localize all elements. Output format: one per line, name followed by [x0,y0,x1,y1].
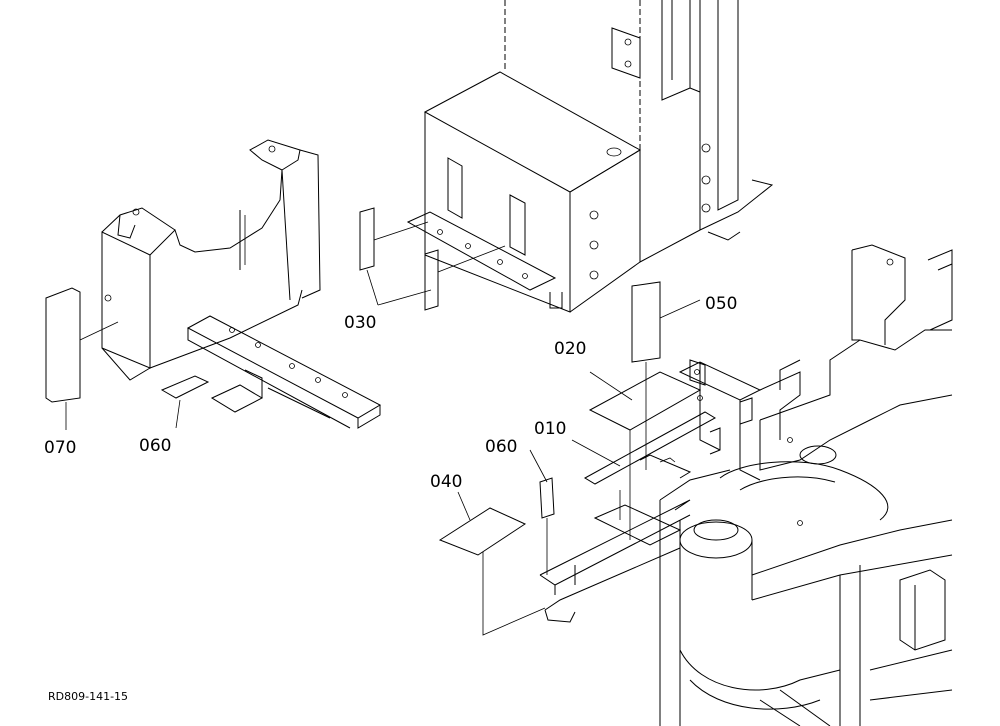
center-upright-frame [611,0,774,263]
callout-040: 040 [430,472,462,492]
label-020-part [588,371,702,540]
left-mounting-rail [186,315,382,429]
label-030-parts [359,207,506,311]
right-cross-rails [539,359,753,623]
callout-060-right: 060 [485,437,517,457]
label-060-right-part [529,449,555,575]
label-040-part [438,491,546,636]
label-070-part [45,287,119,430]
callout-030: 030 [344,313,376,333]
center-tank-box [406,0,641,313]
callout-020: 020 [554,339,586,359]
drawing-code: RD809-141-15 [48,690,128,703]
callout-060-left: 060 [139,436,171,456]
label-060-left-part [160,375,210,429]
callout-010: 010 [534,419,566,439]
left-cover-bracket [101,139,321,381]
callout-050: 050 [705,294,737,314]
callout-070: 070 [44,438,76,458]
label-010-part [571,411,717,520]
right-main-frame [659,244,953,726]
